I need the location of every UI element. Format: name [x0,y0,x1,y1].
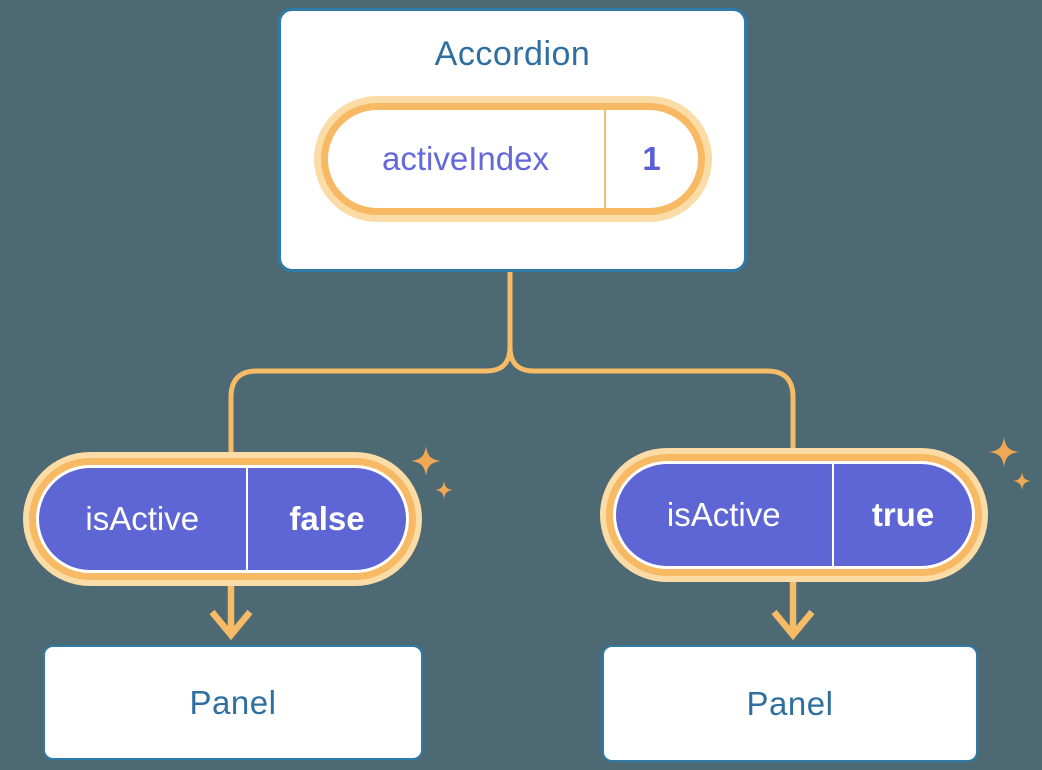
prop-pill-right: isActive true [600,448,988,582]
prop-pill-name: isActive [85,500,200,537]
pill-divider [245,468,248,570]
prop-pill-left: isActive false [23,452,422,586]
prop-pill-value: true [871,496,935,533]
prop-pill-fill: isActive false [39,468,406,570]
arrow-down-icon [209,586,253,641]
prop-pill-border: isActive true [606,454,982,576]
state-pill-value: 1 [642,140,661,177]
arrow-down-icon [771,582,815,641]
branch-line-right [507,271,796,452]
panel-box-right: Panel [602,645,978,762]
prop-pill-border: isActive false [29,458,416,580]
prop-pill-name: isActive [666,496,781,533]
state-pill: activeIndex 1 [313,96,712,222]
panel-label: Panel [746,684,834,722]
sparkle-icon [411,446,453,499]
accordion-title: Accordion [434,35,591,73]
pill-divider [831,464,834,566]
sparkle-icon [989,437,1031,490]
prop-pill-fill: isActive true [616,464,972,566]
state-pill-name: activeIndex [382,140,549,177]
branch-line-left [228,271,513,456]
accordion-card: Accordion activeIndex 1 [278,8,747,272]
pill-divider [603,110,606,208]
prop-pill-value: false [289,500,365,537]
state-pill-border: activeIndex 1 [320,103,705,215]
panel-box-left: Panel [43,645,423,760]
panel-label: Panel [189,683,277,721]
